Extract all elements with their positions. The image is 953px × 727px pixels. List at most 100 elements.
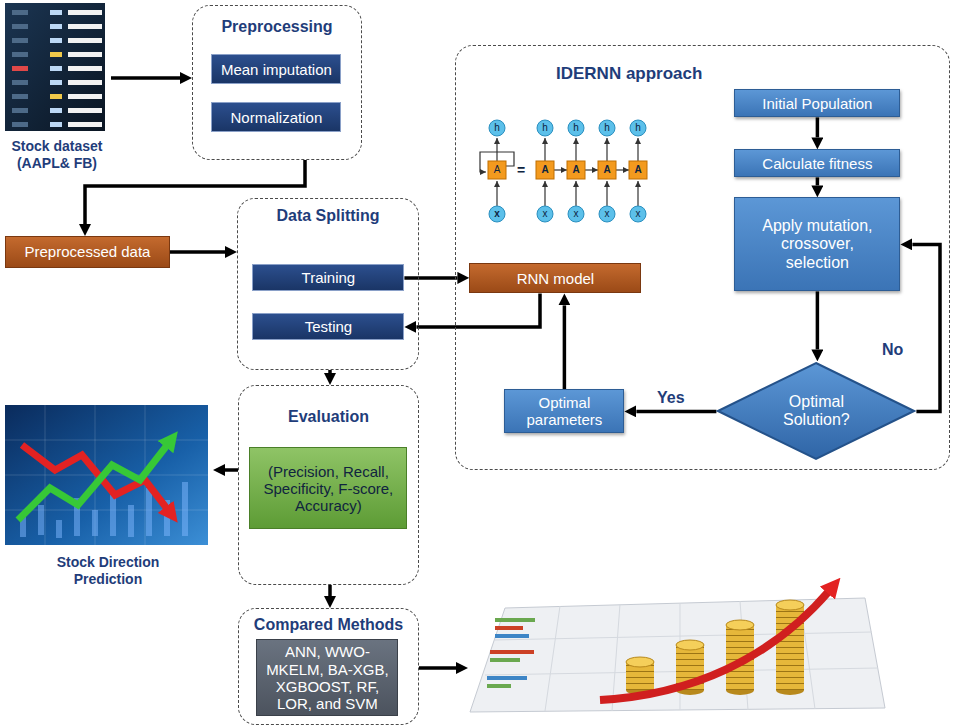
image-caption: Stock dataset (AAPL& FB) <box>3 138 111 172</box>
ticker-digits <box>68 108 102 113</box>
rnn-arrow <box>554 169 567 170</box>
rnn-arrow <box>606 181 607 206</box>
rnn-output <box>489 120 505 136</box>
candle <box>56 520 62 538</box>
mini-bar <box>490 650 534 654</box>
ticker-digits <box>50 108 62 113</box>
mini-bar <box>495 626 523 630</box>
rnn-arrow <box>585 169 598 170</box>
rnn-input <box>599 206 615 222</box>
group-box: Data SplittingTrainingTesting <box>237 198 419 370</box>
chart-grid <box>485 600 878 711</box>
rnn-arrow <box>637 181 638 206</box>
node-text: Normalization <box>231 109 323 126</box>
ticker-digits <box>50 10 62 15</box>
mini-bar <box>490 658 520 662</box>
node-text: Mean imputation <box>221 61 332 78</box>
edge-label: Yes <box>655 388 687 407</box>
rnn-symbol: A <box>634 165 641 175</box>
model-box: Preprocessed data <box>5 236 170 268</box>
ticker-digits <box>50 80 62 85</box>
rnn-input <box>489 206 505 222</box>
rnn-arrow <box>575 181 576 206</box>
flow-arrow <box>563 305 567 389</box>
rnn-symbol: A <box>572 165 579 175</box>
node-text: Training <box>302 269 356 286</box>
process-box: Calculate fitness <box>734 149 900 177</box>
image-caption: Stock Direction Prediction <box>33 554 183 588</box>
flow-arrow <box>816 117 820 137</box>
rnn-symbol: A <box>494 165 501 175</box>
rnn-cell <box>536 161 554 179</box>
step-box: Testing <box>252 313 404 340</box>
flow-arrow <box>912 244 940 411</box>
rnn-symbol: A <box>541 165 548 175</box>
rnn-symbol: x <box>543 209 548 219</box>
ticker-digits <box>68 66 102 71</box>
rnn-symbol: x <box>574 209 579 219</box>
ticker-digits <box>12 80 28 85</box>
image-caption-node: Stock Direction Prediction <box>3 403 213 590</box>
coin-stack <box>626 657 654 667</box>
ticker-digits <box>12 24 28 29</box>
group-title: Evaluation <box>239 386 418 426</box>
node-text: Calculate fitness <box>762 155 872 172</box>
group-title: Compared Methods <box>239 609 418 634</box>
mini-bar <box>495 618 535 622</box>
rnn-output <box>568 120 584 136</box>
growth-arrow <box>600 590 830 700</box>
ticker-digits <box>68 24 102 29</box>
rnn-arrow <box>575 138 576 161</box>
flow-arrow <box>85 160 305 224</box>
rnn-cell <box>598 161 616 179</box>
node-text: Apply mutation, crossover, selection <box>749 217 885 272</box>
ticker-digits <box>50 52 62 57</box>
candle <box>38 505 44 535</box>
node-text: RNN model <box>517 270 595 287</box>
group-box: IDERNN approachInitial PopulationCalcula… <box>455 45 950 470</box>
coin-stack <box>676 640 704 650</box>
candle <box>182 482 188 536</box>
node-text: Initial Population <box>762 95 872 112</box>
ticker-digits <box>68 52 102 57</box>
rnn-symbol: h <box>542 123 548 133</box>
rnn-arrow <box>544 181 545 206</box>
ticker-digits <box>68 38 102 43</box>
flow-arrow <box>170 250 225 254</box>
node-text: Optimal parameters <box>511 394 617 429</box>
ticker-digits <box>12 52 28 57</box>
rnn-output <box>630 120 646 136</box>
flow-arrow <box>636 410 716 414</box>
methods-box: ANN, WWO-MKELM, BA-XGB, XGBOOST, RF, LOR… <box>256 639 398 716</box>
flow-arrow <box>404 276 457 280</box>
process-box: Apply mutation, crossover, selection <box>734 197 900 291</box>
flow-arrow <box>225 468 238 472</box>
flow-arrow <box>111 76 180 80</box>
group-title: Data Splitting <box>238 199 418 225</box>
rnn-arrow <box>606 138 607 161</box>
flow-arrow <box>419 666 456 670</box>
rnn-input <box>630 206 646 222</box>
candle <box>92 510 98 536</box>
coin-stack <box>776 600 804 610</box>
rnn-arrow <box>496 138 497 161</box>
flow-arrow <box>328 585 332 596</box>
step-box: Mean imputation <box>211 54 341 84</box>
group-box: PreprocessingMean imputationNormalizatio… <box>192 5 362 160</box>
ticker-digits <box>50 122 62 127</box>
flow-arrow <box>816 177 820 185</box>
ticker-photo <box>5 3 105 131</box>
picture-grid <box>5 405 208 545</box>
flow-arrow <box>816 291 820 349</box>
rnn-symbol: x <box>494 209 500 219</box>
direction-picture <box>5 405 208 545</box>
group-title: IDERNN approach <box>456 46 949 84</box>
flow-arrow <box>416 293 540 327</box>
diamond-shape <box>718 363 914 459</box>
group-box: Evaluation(Precision, Recall, Specificit… <box>238 385 419 585</box>
rnn-symbol: h <box>635 123 641 133</box>
node-text: Optimal Solution? <box>761 393 871 430</box>
rnn-arrow <box>637 138 638 161</box>
rnn-symbol: x <box>605 209 610 219</box>
